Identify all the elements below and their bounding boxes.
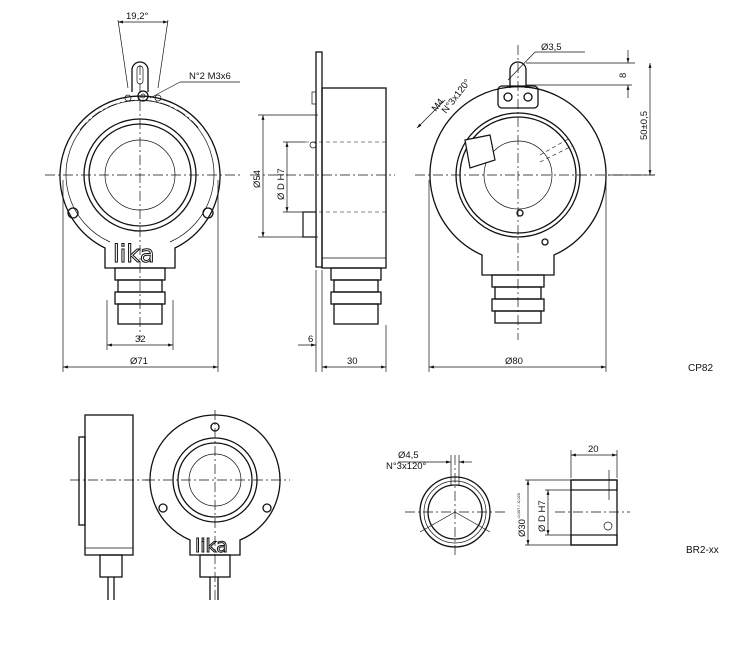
screws-label: N°2 M3x6: [189, 71, 231, 82]
lika-logo: lika: [113, 240, 155, 268]
bore-label: Ø D H7: [276, 168, 287, 200]
small-front-view: lika: [145, 410, 290, 600]
sleeve-bore-label: Ø D H7: [537, 500, 548, 532]
diameter-54-label: Ø54: [252, 170, 263, 188]
slot-8-label: 8: [618, 73, 629, 78]
height-label: 50±0,5: [639, 111, 650, 140]
front-view: lika 19,2° N°2 M3x6 32 Ø71: [45, 11, 240, 372]
hole-count-label: N°3x120°: [386, 461, 427, 472]
model-code-cp82: CP82: [688, 363, 713, 374]
diameter-71-label: Ø71: [130, 356, 148, 367]
angle-label: 19,2°: [126, 11, 148, 22]
outer-tolerance-label: -0,007 / -0,020: [516, 492, 521, 519]
sleeve-section-view: 20 Ø30 -0,007 / -0,020 Ø D H7: [516, 444, 630, 546]
lika-logo-small: lika: [195, 535, 228, 557]
small-side-view: [70, 414, 150, 600]
model-code-br2: BR2-xx: [686, 545, 719, 556]
hole-4-5-label: Ø4,5: [398, 450, 419, 461]
flange-label: 6: [308, 334, 313, 345]
length-20-label: 20: [588, 444, 599, 455]
thread-count-label: N°3x120°: [440, 77, 474, 116]
side-view: Ø54 Ø D H7 6 30: [250, 51, 395, 372]
hole-3-5-label: Ø3,5: [541, 42, 562, 53]
sleeve-front-view: Ø4,5 N°3x120°: [386, 450, 505, 555]
outer-diameter-label: Ø30: [517, 519, 528, 537]
rear-view: Ø3,5 8 50±0,5 M4 N°3x120° Ø80: [415, 42, 655, 372]
depth-label: 30: [347, 356, 358, 367]
diameter-80-label: Ø80: [505, 356, 523, 367]
connector-width-label: 32: [135, 334, 146, 345]
